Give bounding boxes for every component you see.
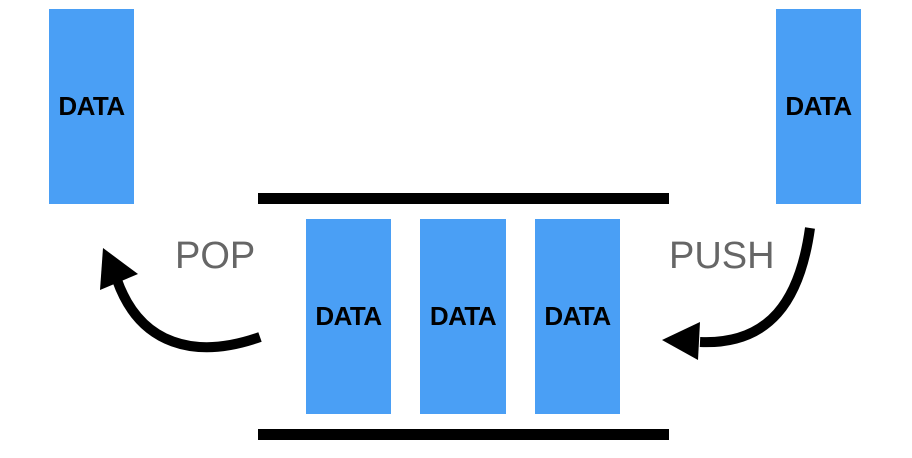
popped-data-label: DATA [58,91,125,121]
stack-item-label: DATA [544,301,611,331]
stack-item: DATA [306,219,391,414]
pop-arrow-icon [100,248,262,353]
stack-item-label: DATA [315,301,382,331]
stack-item: DATA [420,219,506,414]
pushed-data-label: DATA [785,91,852,121]
stack-item-label: DATA [429,301,497,331]
pop-label: POP [175,235,256,277]
stack-item: DATA [535,219,620,414]
push-arrow-icon [662,227,815,360]
stack-bottom-bar [258,429,669,440]
stack-top-bar [258,193,669,204]
pushed-data-block: DATA [776,9,861,204]
push-label: PUSH [669,235,775,277]
popped-data-block: DATA [49,9,134,204]
